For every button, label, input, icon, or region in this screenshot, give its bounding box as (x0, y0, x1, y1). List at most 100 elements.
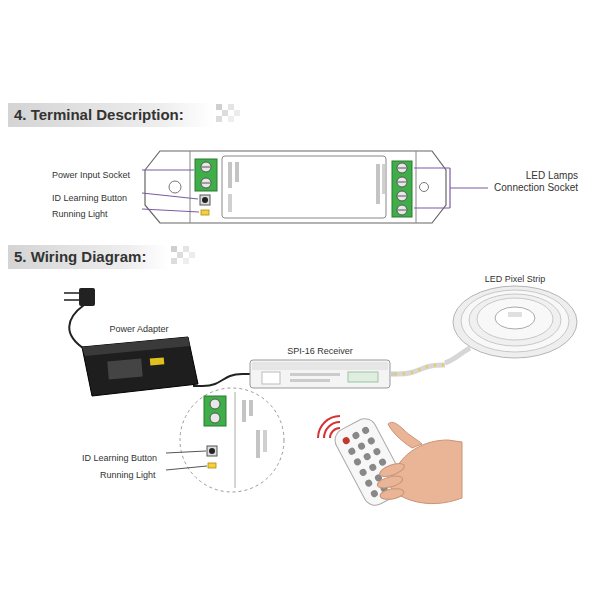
receiver-body (250, 360, 390, 388)
running-light (201, 210, 209, 215)
power-adapter (193, 385, 201, 387)
leader-line (166, 451, 207, 470)
led-strip-reel (453, 286, 577, 358)
led-strip-reel (461, 290, 569, 352)
receiver-node: SPI-16 Receiver (245, 340, 395, 395)
part-label: ID Learning Button (82, 452, 157, 464)
section-band (8, 245, 168, 269)
controller-housing (169, 181, 181, 193)
remote-control (362, 452, 371, 461)
remote-control (353, 457, 362, 466)
power-terminal (202, 183, 210, 184)
power-plug (64, 299, 79, 301)
section-band (171, 246, 177, 252)
part-label: Running Light (52, 208, 108, 220)
remote-control (367, 436, 376, 445)
part-label: Running Light (100, 469, 156, 481)
detail-inset (210, 413, 220, 423)
led-terminal (392, 161, 412, 217)
detail-inset (235, 392, 236, 488)
remote-control (378, 457, 387, 466)
node-label: SPI-16 Receiver (287, 345, 353, 357)
detail-inset (263, 430, 267, 452)
node-label: LED Pixel Strip (485, 273, 546, 285)
label-holder: 4. Terminal Description: (14, 106, 184, 124)
controller-housing (420, 183, 429, 192)
part-label: Power Input Socket (52, 169, 130, 181)
leader-line (414, 207, 450, 208)
section-band (183, 258, 189, 264)
detail-inset (256, 430, 260, 458)
remote-control (370, 489, 379, 498)
controller-housing (382, 164, 385, 194)
receiver-body (290, 373, 340, 376)
power-adapter (82, 337, 190, 356)
detail-inset (180, 388, 284, 492)
section-band (228, 116, 234, 122)
detail-inset (209, 448, 215, 454)
label-holder: LED Lamps Connection Socket (484, 170, 578, 195)
remote-control (347, 447, 356, 456)
id-learning-button (202, 197, 208, 203)
led-strip-tail (395, 365, 445, 374)
section-band (177, 252, 183, 258)
power-plug (64, 292, 79, 294)
receiver-body (252, 362, 388, 370)
id-learning-button (200, 195, 210, 205)
power-terminal (202, 167, 210, 168)
part-label: ID Learning Button (52, 192, 127, 204)
controller-housing (190, 151, 191, 223)
power-plug (64, 288, 95, 350)
remote-control (357, 441, 366, 450)
section-band (216, 116, 222, 122)
receiver-body (262, 372, 280, 384)
hand (388, 422, 422, 448)
controller-housing (416, 151, 417, 223)
detail-inset (208, 463, 216, 468)
led-strip-reel (445, 286, 577, 363)
receiver-body (348, 372, 378, 382)
led-terminal (397, 163, 407, 173)
controller-housing (228, 162, 232, 188)
hand (376, 422, 462, 503)
remote-control (351, 431, 360, 440)
section-band (8, 245, 195, 269)
power-terminal (195, 159, 217, 191)
led-chip (395, 365, 445, 374)
power-adapter (107, 359, 142, 380)
detail-inset (210, 399, 220, 409)
hand (379, 487, 404, 501)
hand (376, 474, 404, 490)
part-label: LED Lamps Connection Socket (484, 170, 578, 194)
detail-inset (204, 396, 226, 426)
led-terminal (398, 196, 406, 197)
led-strip-tail (395, 365, 445, 374)
controller-housing (145, 151, 446, 223)
section-band (189, 252, 195, 258)
detail-inset (180, 388, 284, 492)
power-terminal (201, 162, 211, 172)
running-light (201, 210, 209, 215)
section-band (171, 258, 177, 264)
node-label: Power Adapter (109, 323, 168, 335)
led-terminal (398, 210, 406, 211)
section-band (8, 103, 213, 127)
power-terminal (201, 178, 211, 188)
led-terminal (398, 168, 406, 169)
section-band (8, 103, 240, 127)
remote-control (341, 436, 350, 445)
led-strip-reel (508, 312, 522, 317)
section-band (222, 110, 228, 116)
leader-line (166, 451, 206, 453)
power-terminal (195, 159, 217, 191)
led-terminal (392, 161, 412, 217)
detail-inset (249, 400, 253, 416)
power-plug (79, 288, 95, 306)
section-heading: 5. Wiring Diagram: (14, 248, 146, 266)
led-terminal (397, 177, 407, 187)
remote-control (358, 468, 367, 477)
label-holder: ID Learning Button (52, 187, 127, 205)
